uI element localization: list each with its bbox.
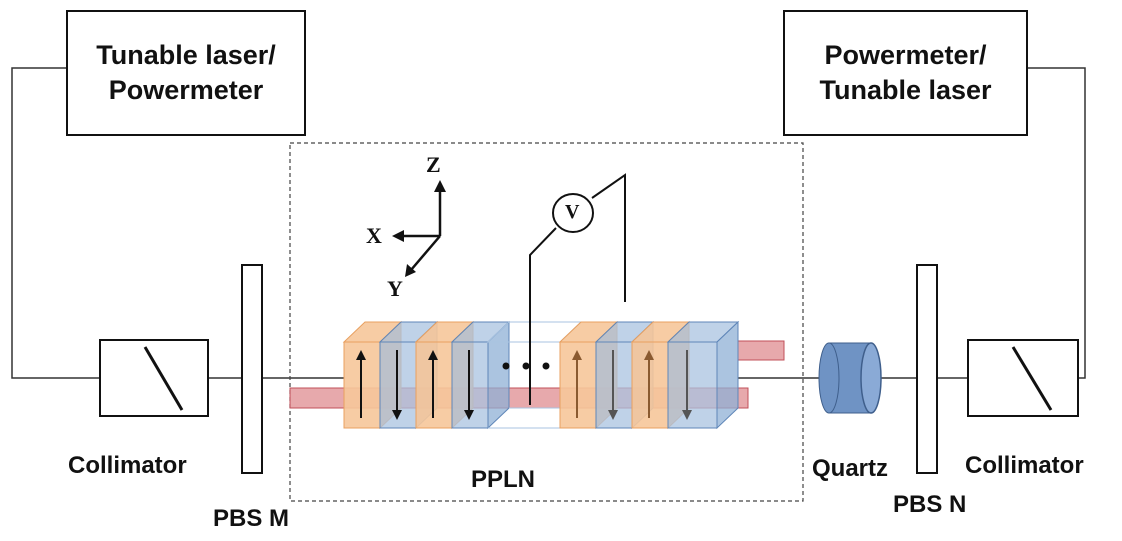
voltmeter-circle bbox=[552, 193, 594, 233]
collimator-right-label: Collimator bbox=[965, 452, 1084, 479]
ppln-enclosure bbox=[289, 142, 804, 502]
ellipsis-dot bbox=[522, 362, 530, 370]
domain-4 bbox=[450, 320, 511, 430]
quartz-plate bbox=[818, 342, 882, 414]
pbs-n-label: PBS N bbox=[893, 491, 967, 518]
voltmeter-label: V bbox=[565, 201, 580, 223]
box-right-line1: Powermeter/ bbox=[824, 39, 987, 70]
left-feed-wire bbox=[11, 67, 100, 379]
domain-8 bbox=[666, 320, 740, 430]
ellipsis-dot bbox=[502, 362, 510, 370]
axis-z-label: Z bbox=[426, 152, 441, 177]
collimator-left bbox=[99, 339, 209, 417]
box-right-line2: Tunable laser bbox=[819, 75, 992, 105]
coordinate-axes bbox=[392, 180, 446, 277]
electrode-wire-right bbox=[591, 173, 626, 302]
pbs-m-plate bbox=[241, 264, 263, 474]
box-left-line1: Tunable laser/ bbox=[96, 39, 276, 70]
quartz-label: Quartz bbox=[812, 455, 889, 482]
axis-y-label: Y bbox=[387, 276, 403, 301]
pbs-n-plate bbox=[916, 264, 938, 474]
ppln-crystal bbox=[342, 320, 740, 430]
electrode-wire-left bbox=[529, 227, 557, 405]
collimator-left-label: Collimator bbox=[68, 452, 187, 479]
ppln-label: PPLN bbox=[471, 466, 536, 493]
axis-x-label: X bbox=[366, 223, 382, 248]
right-feed-wire bbox=[1028, 67, 1086, 379]
pbs-m-label: PBS M bbox=[213, 505, 290, 532]
beam-upper bbox=[737, 340, 785, 361]
tunable-laser-powermeter-box: Tunable laser/ Powermeter bbox=[66, 10, 306, 136]
ellipsis-dot bbox=[542, 362, 550, 370]
powermeter-tunable-laser-box: Powermeter/ Tunable laser bbox=[783, 10, 1028, 136]
box-left-line2: Powermeter bbox=[108, 75, 264, 105]
collimator-right bbox=[967, 339, 1079, 417]
